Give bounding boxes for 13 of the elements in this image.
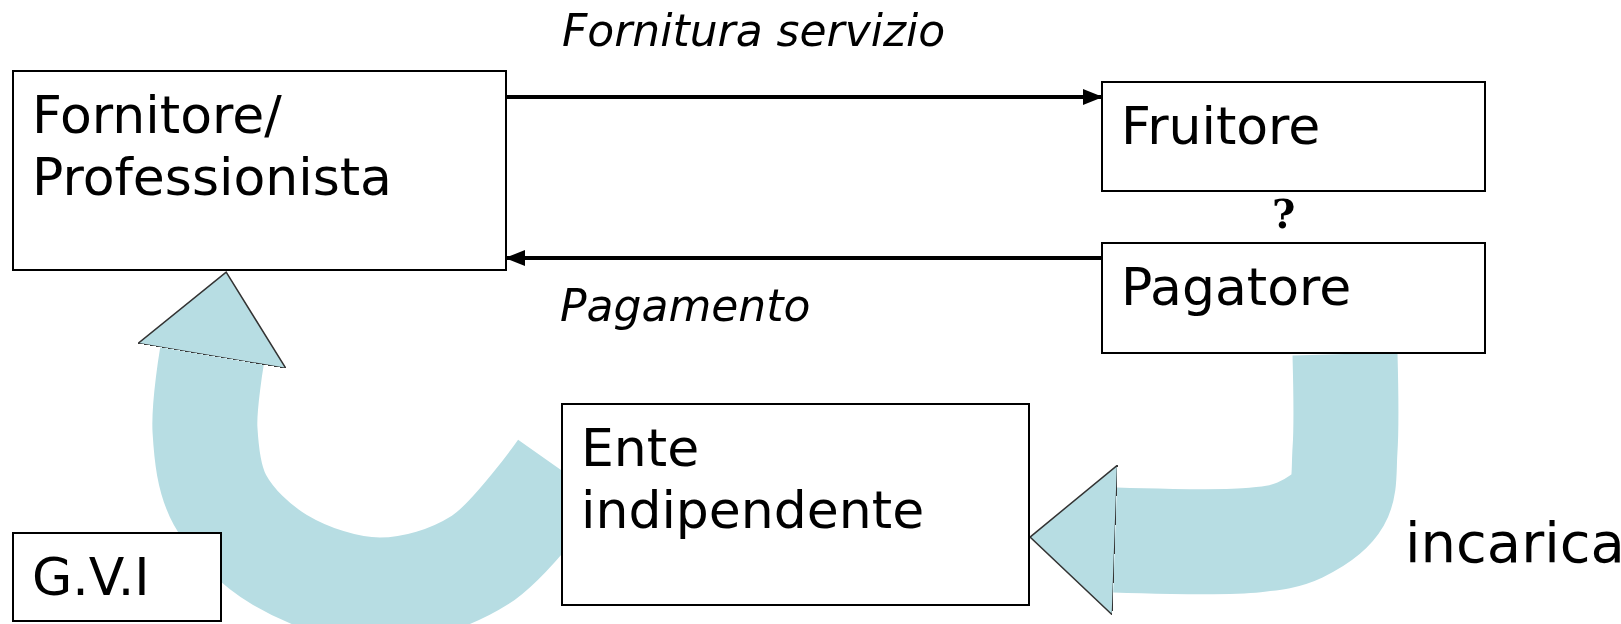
process-box bbox=[1101, 81, 1486, 192]
box-text: Ente indipendente bbox=[581, 417, 926, 542]
arrow bbox=[507, 89, 1103, 105]
question-mark: ? bbox=[1272, 190, 1296, 237]
block-arrow bbox=[1029, 352, 1399, 616]
box-text: Fruitore bbox=[1121, 95, 1322, 158]
box-text: Fornitore/ Professionista bbox=[32, 84, 393, 209]
box-text: Pagatore bbox=[1121, 256, 1353, 319]
box-text: G.V.I bbox=[32, 546, 151, 609]
process-box bbox=[12, 70, 507, 271]
process-box bbox=[561, 403, 1030, 606]
process-box bbox=[1101, 242, 1486, 354]
process-box bbox=[12, 532, 222, 622]
